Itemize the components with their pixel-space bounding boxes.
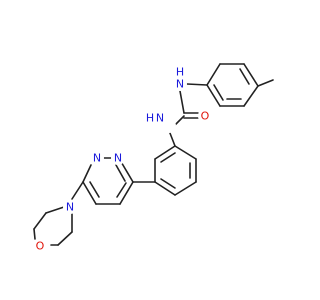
bond <box>243 85 259 107</box>
bond-inner <box>213 84 224 101</box>
atom-n: N <box>156 112 164 125</box>
label-background <box>162 119 176 133</box>
label-background <box>111 151 125 165</box>
bond <box>71 181 84 200</box>
atom-n: N <box>93 152 101 165</box>
bond-inner <box>115 164 126 182</box>
bond <box>179 90 185 114</box>
pyridazine-nitrogen-2: N <box>90 151 104 165</box>
label-background <box>33 239 47 253</box>
bond <box>57 231 73 246</box>
carbonyl-oxygen: O <box>198 109 212 123</box>
bond <box>206 84 221 107</box>
bond <box>174 115 185 126</box>
bond <box>174 181 197 196</box>
label-background <box>198 109 212 123</box>
bond <box>154 181 176 196</box>
bond <box>82 181 97 205</box>
bond-inner <box>160 178 176 189</box>
label-background <box>90 151 104 165</box>
atom-n: N <box>66 201 74 214</box>
bond <box>186 83 208 86</box>
morpholine-nitrogen: N <box>63 200 77 214</box>
urea-nh-top: N H <box>173 66 187 91</box>
atom-h: H <box>146 112 154 125</box>
atom-h: H <box>176 66 184 79</box>
bond <box>243 63 259 87</box>
molecule-structure: N H H N O N N N O <box>33 63 274 253</box>
bond <box>154 145 176 160</box>
bond <box>119 181 134 205</box>
atom-o: O <box>201 110 210 123</box>
atom-n: N <box>176 78 184 91</box>
atom-n: N <box>114 152 122 165</box>
bond-inner <box>160 152 176 163</box>
atom-labels: N H H N O N N N O <box>33 66 212 253</box>
bond <box>33 228 36 240</box>
urea-nh-bottom: H N <box>146 112 176 133</box>
bond <box>206 63 221 86</box>
label-background <box>173 77 187 91</box>
pyridazine-nitrogen-1: N <box>111 151 125 165</box>
bond <box>174 145 197 160</box>
bonds <box>33 63 274 246</box>
bond <box>119 159 134 183</box>
bond-methyl <box>257 79 274 87</box>
label-background <box>63 200 77 214</box>
morpholine-oxygen: O <box>33 239 47 253</box>
atom-o: O <box>36 240 45 253</box>
bond-inner <box>116 182 127 198</box>
bond <box>45 206 65 214</box>
bond <box>82 164 92 183</box>
bond-inner <box>239 68 250 85</box>
bond <box>33 212 47 230</box>
bond-inner <box>89 181 100 198</box>
